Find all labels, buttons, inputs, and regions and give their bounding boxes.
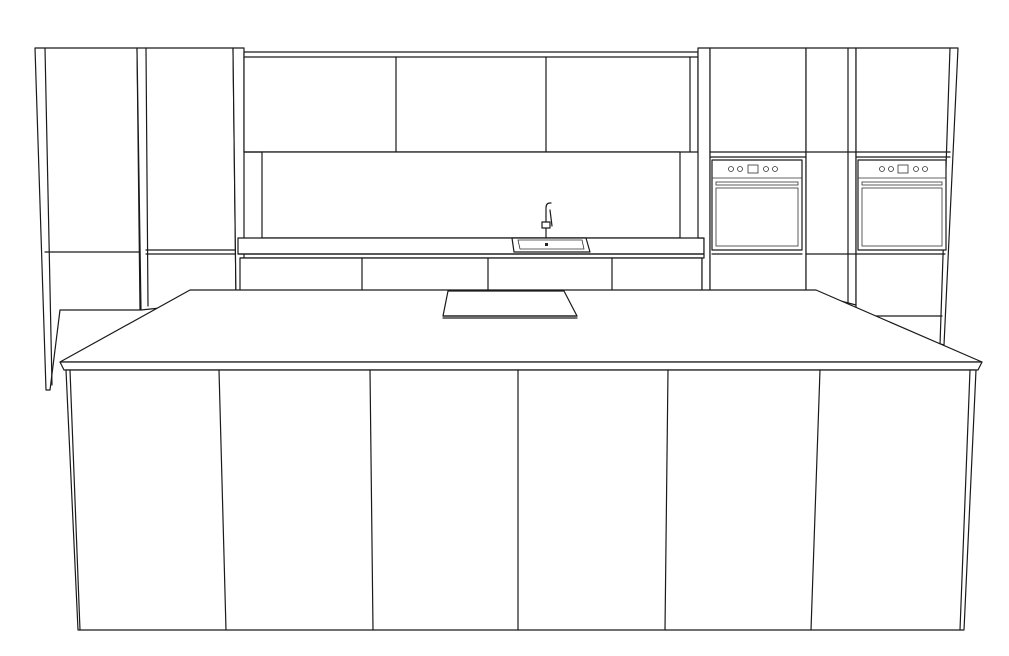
back-countertop bbox=[237, 237, 705, 259]
island-countertop bbox=[59, 289, 983, 371]
back-base-cabinets bbox=[239, 257, 703, 293]
side-panel-right bbox=[697, 47, 711, 293]
tall-cabinet-left-outer bbox=[34, 47, 141, 391]
oven-1 bbox=[711, 159, 803, 255]
sink bbox=[511, 237, 591, 253]
wall-cabinets bbox=[243, 51, 699, 153]
island-front bbox=[65, 369, 977, 631]
oven-2 bbox=[857, 159, 947, 251]
cooktop bbox=[442, 290, 578, 319]
tall-panel-middle bbox=[805, 47, 857, 306]
tall-cabinet-left-inner bbox=[136, 47, 237, 311]
faucet bbox=[541, 202, 553, 239]
backsplash bbox=[243, 151, 681, 239]
